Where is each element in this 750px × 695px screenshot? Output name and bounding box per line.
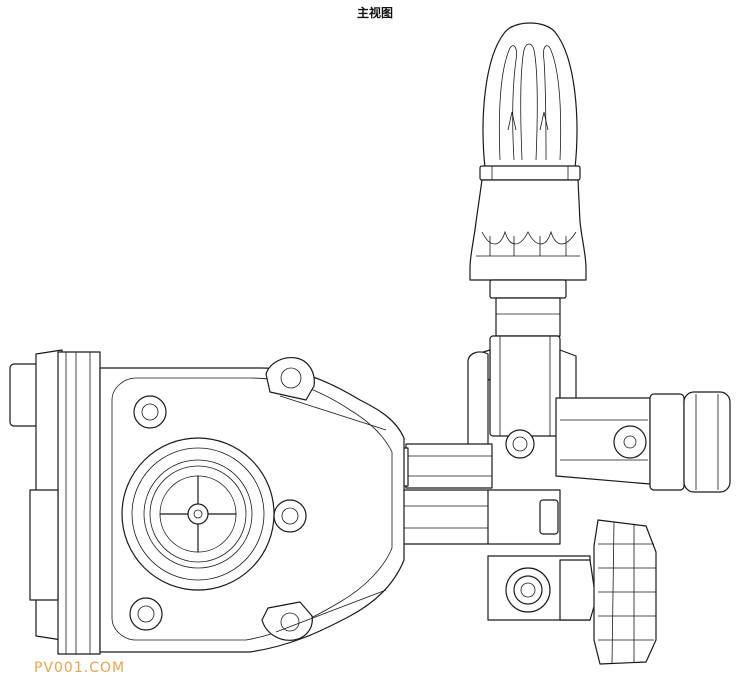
drawing-title: 主视图	[356, 6, 393, 20]
watermark-text: PV001.COM	[34, 660, 126, 676]
outlet-coupler	[555, 391, 731, 493]
pressure-knob	[469, 22, 587, 337]
pump-housing	[9, 349, 405, 655]
unloader-valve-body	[467, 335, 577, 473]
inlet-fittings	[487, 519, 657, 665]
